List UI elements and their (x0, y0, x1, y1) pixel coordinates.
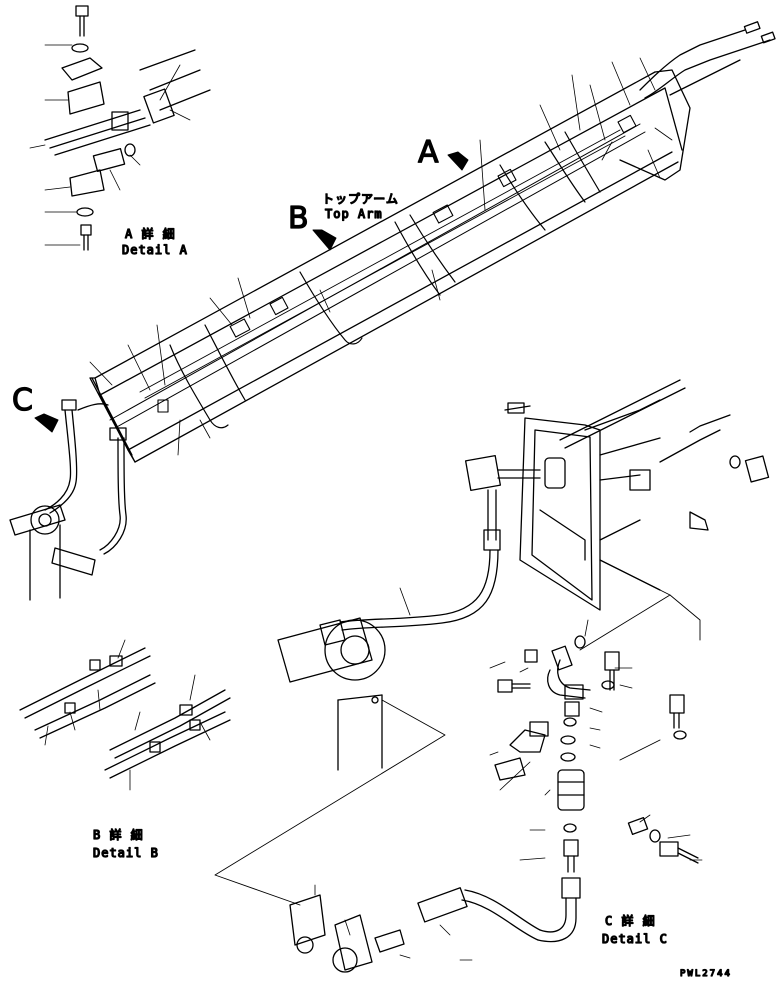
arrow-b-icon (312, 229, 337, 251)
top-arm-en: Top Arm (325, 207, 383, 221)
detail-c-en: Detail C (602, 932, 668, 946)
callout-arrows (34, 151, 469, 433)
boom-leader-lines (89, 57, 673, 456)
main-long-hose (339, 454, 541, 631)
drawing-code: PWL2744 (680, 969, 732, 979)
top-arm-jp: トップアーム (322, 192, 399, 206)
boom-clamp-bands (169, 131, 601, 429)
detail-a-parts (29, 5, 211, 251)
center-cylinder-eye (277, 617, 386, 771)
far-end-hoses (639, 21, 776, 99)
callout-a-label: A (418, 135, 439, 170)
detail-a-jp: A 詳 細 (125, 226, 176, 241)
arrow-a-icon (447, 151, 469, 171)
near-end-hose-assembly (9, 399, 127, 601)
right-end-assembly (504, 379, 770, 611)
detail-a-en: Detail A (122, 243, 188, 257)
callout-c-label: C (12, 383, 33, 418)
top-arm-boom (89, 69, 691, 463)
callout-b-label: B (288, 201, 309, 236)
detail-b-parts (19, 639, 231, 791)
boom-clamps (157, 114, 637, 413)
detail-c-jp: C 詳 細 (605, 913, 656, 928)
detail-c-guide-lines (214, 559, 701, 906)
detail-b-en: Detail B (93, 846, 159, 860)
detail-b-jp: B 詳 細 (93, 827, 144, 842)
detail-c-parts (289, 619, 703, 973)
arrow-c-icon (34, 413, 59, 433)
